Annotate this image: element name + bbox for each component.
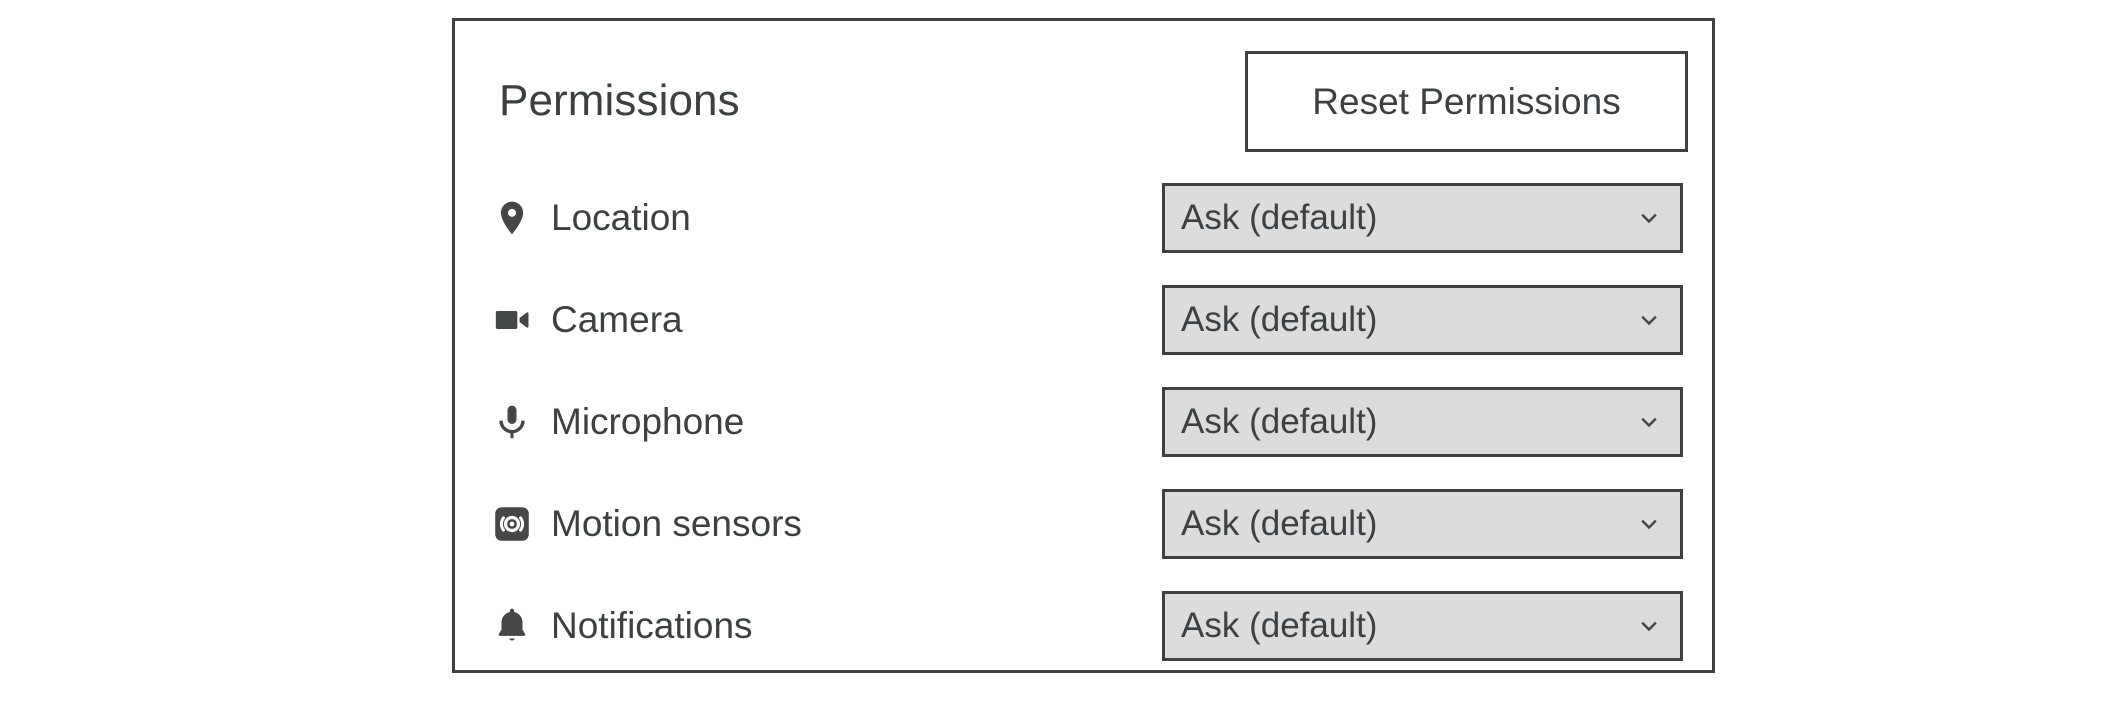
permission-select-value: Ask (default) [1181, 300, 1378, 339]
videocam-icon [489, 297, 535, 343]
permission-row-motion-sensors: Motion sensors Ask (default) [455, 473, 1712, 575]
permission-label: Camera [551, 299, 683, 340]
permission-label: Notifications [551, 605, 753, 646]
permission-select-value: Ask (default) [1181, 606, 1378, 645]
permission-label: Location [551, 197, 691, 238]
permission-label: Microphone [551, 401, 745, 442]
permission-label: Motion sensors [551, 503, 802, 544]
permission-select-value: Ask (default) [1181, 198, 1378, 237]
permission-select-camera[interactable]: Ask (default) [1162, 285, 1683, 355]
reset-permissions-button[interactable]: Reset Permissions [1245, 51, 1688, 152]
permission-select-value: Ask (default) [1181, 504, 1378, 543]
chevron-down-icon [1636, 205, 1662, 231]
microphone-icon [489, 399, 535, 445]
bell-icon [489, 603, 535, 649]
permissions-list: Location Ask (default) Cam [455, 167, 1712, 677]
permission-select-notifications[interactable]: Ask (default) [1162, 591, 1683, 661]
chevron-down-icon [1636, 307, 1662, 333]
location-pin-icon [489, 195, 535, 241]
chevron-down-icon [1636, 613, 1662, 639]
permission-row-notifications: Notifications Ask (default) [455, 575, 1712, 677]
permission-select-location[interactable]: Ask (default) [1162, 183, 1683, 253]
page-title: Permissions [499, 76, 740, 125]
permission-row-camera: Camera Ask (default) [455, 269, 1712, 371]
permission-row-microphone: Microphone Ask (default) [455, 371, 1712, 473]
permission-row-location: Location Ask (default) [455, 167, 1712, 269]
chevron-down-icon [1636, 409, 1662, 435]
permission-select-motion-sensors[interactable]: Ask (default) [1162, 489, 1683, 559]
chevron-down-icon [1636, 511, 1662, 537]
permission-select-value: Ask (default) [1181, 402, 1378, 441]
motion-sensors-icon [489, 501, 535, 547]
permissions-card: Permissions Reset Permissions Location A… [452, 18, 1715, 673]
permissions-header: Permissions Reset Permissions [455, 21, 1712, 167]
permission-select-microphone[interactable]: Ask (default) [1162, 387, 1683, 457]
